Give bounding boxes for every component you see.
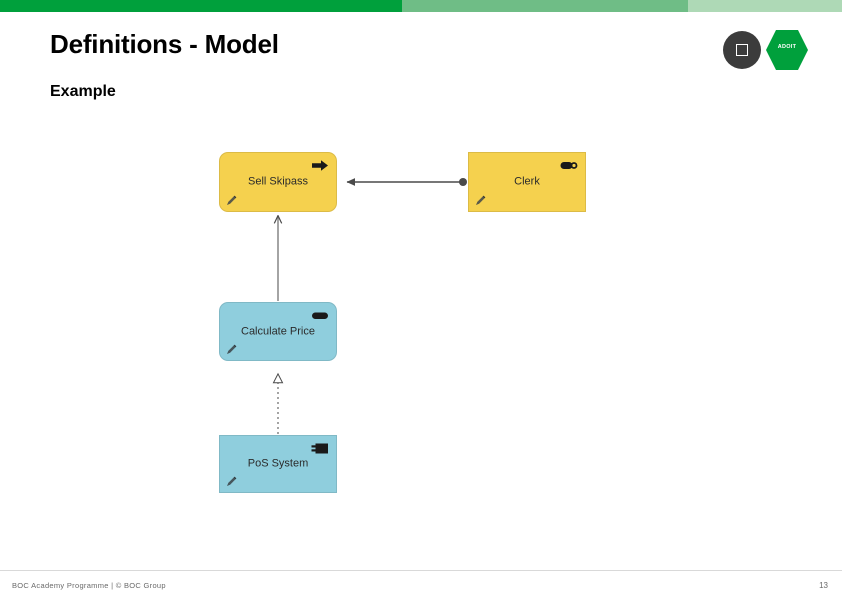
node-label: Clerk (514, 175, 540, 188)
application-component-icon (311, 443, 328, 454)
footer-attribution: BOC Academy Programme | © BOC Group (12, 581, 166, 590)
business-role-icon (560, 162, 578, 169)
accent-segment-dark (0, 0, 402, 12)
edge-clerk-to-sell-skipass (346, 178, 467, 186)
page-title: Definitions - Model (50, 29, 279, 59)
adoit-hexagon-logo (765, 29, 809, 71)
diagram-node-sell-skipass[interactable]: Sell Skipass (219, 152, 337, 212)
square-outline-icon (736, 44, 748, 56)
application-service-icon (312, 312, 328, 319)
pencil-icon[interactable] (225, 343, 238, 356)
pencil-icon[interactable] (474, 194, 487, 207)
node-label: Calculate Price (241, 325, 315, 337)
arrow-right-icon (312, 160, 328, 171)
node-label: PoS System (247, 457, 309, 470)
pencil-icon[interactable] (225, 475, 238, 488)
diagram-node-clerk[interactable]: Clerk (468, 152, 586, 212)
diagram-node-pos-system[interactable]: PoS System (219, 435, 337, 493)
node-label: Sell Skipass (248, 175, 308, 188)
brand-circle-logo (723, 31, 761, 69)
diagram-edges (272, 178, 467, 434)
diagram-node-calculate-price[interactable]: Calculate Price (219, 302, 337, 361)
footer-divider (0, 570, 842, 571)
pencil-icon[interactable] (225, 194, 238, 207)
diagram-canvas: Sell Skipass Clerk Calculate Price (0, 115, 842, 555)
footer-page-number: 13 (819, 581, 828, 590)
accent-segment-light (688, 0, 842, 12)
page-subtitle: Example (50, 83, 116, 100)
accent-segment-mid (402, 0, 688, 12)
top-accent-bar (0, 0, 842, 12)
